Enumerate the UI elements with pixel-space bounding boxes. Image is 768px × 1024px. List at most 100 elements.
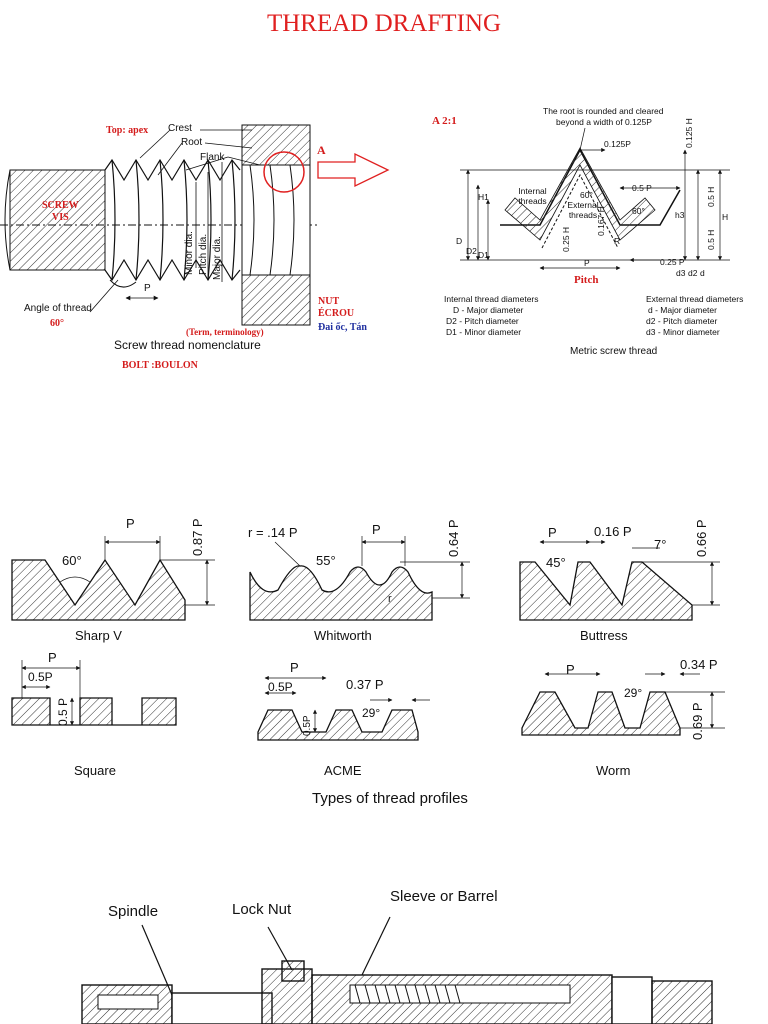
square-height-label: 0.5 P	[56, 697, 70, 726]
sharp-v-name: Sharp V	[75, 628, 122, 643]
acme-name: ACME	[324, 763, 362, 778]
worm-p-label: P	[566, 662, 575, 677]
detail-circle-a	[263, 151, 305, 193]
nut-label: NUT	[318, 296, 340, 307]
crest-label: Crest	[168, 123, 192, 134]
square-name: Square	[74, 763, 116, 778]
ext-diam-d2: d2 - Pitch diameter	[646, 316, 718, 326]
whitworth-profile	[249, 565, 433, 621]
sleeve-label: Sleeve or Barrel	[390, 888, 498, 905]
metric-note-line2: beyond a width of 0.125P	[556, 117, 652, 127]
internal-threads-label: Internal threads	[518, 186, 547, 206]
metric-d2-big-label: D2	[466, 246, 477, 256]
screw-caption: Screw thread nomenclature	[114, 338, 261, 352]
screw-label: SCREW	[42, 200, 79, 211]
metric-p-label: P	[584, 258, 590, 268]
page-title: THREAD DRAFTING	[266, 10, 502, 37]
vis-label: VIS	[52, 212, 69, 223]
int-diam-d1: D1 - Minor diameter	[446, 327, 522, 337]
sharp-v-p-label: P	[126, 516, 135, 531]
metric-h025-label: 0.25 H	[561, 226, 571, 252]
metric-d1-big-label: D1	[478, 250, 489, 260]
ecrou-label: ÉCROU	[318, 308, 355, 319]
buttress-land-label: 0.16 P	[594, 524, 632, 539]
metric-h3-label: h3	[675, 210, 685, 220]
metric-angle1-label: 60°	[580, 190, 593, 200]
minor-dia-label: Minor dia.	[184, 231, 195, 275]
angle-value-label: 60°	[50, 318, 64, 329]
acme-height-label: 0.5P	[302, 715, 313, 736]
buttress-angle1-label: 45°	[546, 555, 566, 570]
sharp-v-profile	[11, 558, 186, 621]
sharp-v-angle-label: 60°	[62, 553, 82, 568]
major-dia-label: Major dia.	[212, 236, 223, 280]
detail-a-marker: A	[317, 143, 326, 157]
spindle-label: Spindle	[108, 903, 159, 920]
ext-diam-d3: d3 - Minor diameter	[646, 327, 720, 337]
metric-h0167-label: 0.167 H	[596, 206, 606, 236]
int-diam-title: Internal thread diameters	[444, 294, 539, 304]
buttress-height-label: 0.66 P	[694, 519, 709, 557]
metric-h-label: H	[722, 212, 729, 222]
lock-nut-label: Lock Nut	[232, 901, 292, 918]
metric-d3-label: d3	[676, 268, 686, 278]
bolt-label: BOLT :BOULON	[122, 360, 198, 371]
worm-name: Worm	[596, 763, 631, 778]
metric-caption: Metric screw thread	[570, 346, 658, 357]
metric-note-line1: The root is rounded and cleared	[543, 106, 664, 116]
whitworth-height-label: 0.64 P	[446, 519, 461, 557]
metric-p0125-label: 0.125P	[604, 139, 631, 149]
buttress-p-label: P	[548, 525, 557, 540]
external-threads-label: External threads	[567, 200, 599, 220]
term-label: (Term, terminology)	[186, 327, 264, 337]
top-apex-label: Top: apex	[106, 125, 149, 136]
buttress-name: Buttress	[580, 628, 628, 643]
metric-d-big-label: D	[456, 236, 463, 246]
whitworth-name: Whitworth	[314, 628, 372, 643]
metric-h05b-label: 0.5 H	[706, 229, 716, 250]
int-diam-d: D - Major diameter	[453, 305, 524, 315]
int-diam-d2: D2 - Pitch diameter	[446, 316, 519, 326]
metric-p025-label: 0.25 P	[660, 257, 685, 267]
whitworth-p-label: P	[372, 522, 381, 537]
worm-angle-label: 29°	[624, 686, 643, 700]
micrometer-diagram	[81, 916, 713, 1024]
screw-thread-diagram	[0, 124, 390, 326]
acme-angle-label: 29°	[362, 706, 381, 720]
square-p-label: P	[48, 650, 57, 665]
angle-of-thread-label: Angle of thread	[24, 303, 92, 314]
metric-r-label: R	[614, 236, 621, 246]
pitch-p-label: P	[144, 283, 151, 294]
worm-height-label: 0.69 P	[690, 702, 705, 740]
whitworth-radius-label: r = .14 P	[248, 525, 298, 540]
root-label: Root	[181, 137, 203, 148]
metric-angle2-label: 60°	[632, 206, 645, 216]
metric-pitch-label: Pitch	[574, 274, 599, 286]
metric-half-p-label: 0.5 P	[632, 183, 652, 193]
metric-h1-label: H1	[478, 192, 489, 202]
vietnamese-nut-label: Đai ốc, Tán	[318, 322, 367, 333]
ext-diam-d: d - Major diameter	[648, 305, 717, 315]
metric-scale-label: A 2:1	[432, 115, 457, 127]
flank-label: Flank	[200, 152, 225, 163]
square-half-label: 0.5P	[28, 670, 53, 684]
square-profile	[11, 697, 177, 726]
buttress-angle2-label: 7°	[654, 537, 667, 552]
acme-profile	[257, 709, 419, 741]
worm-profile	[521, 691, 681, 736]
metric-d2-label: d2	[688, 268, 698, 278]
buttress-profile	[519, 561, 693, 621]
metric-thread-diagram	[460, 127, 730, 271]
metric-d-label: d	[700, 268, 705, 278]
metric-h05-label: 0.5 H	[706, 186, 716, 207]
whitworth-angle-label: 55°	[316, 553, 336, 568]
thread-profiles-diagram	[11, 536, 725, 741]
acme-p-label: P	[290, 660, 299, 675]
detail-arrow-icon	[317, 152, 390, 188]
acme-land-label: 0.37 P	[346, 677, 384, 692]
whitworth-r-label: r	[388, 593, 392, 605]
sharp-v-height-label: 0.87 P	[190, 518, 205, 556]
profiles-caption: Types of thread profiles	[312, 790, 468, 807]
ext-diam-title: External thread diameters	[646, 294, 744, 304]
pitch-dia-label: Pitch dia.	[198, 233, 209, 275]
